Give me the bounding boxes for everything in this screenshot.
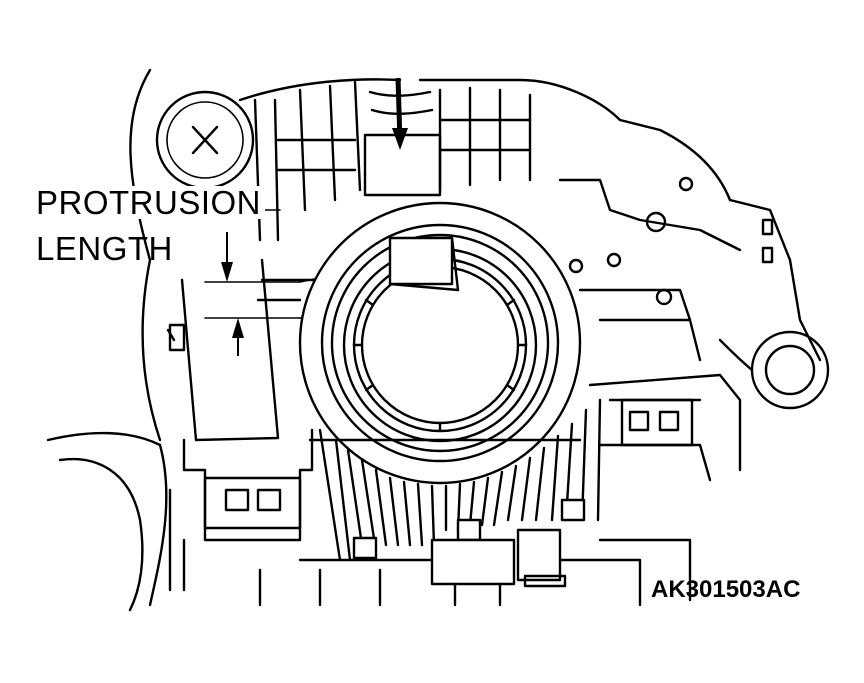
terminal-block xyxy=(258,528,692,607)
right-boss xyxy=(718,330,830,410)
protrusion-label-line2: LENGTH xyxy=(36,230,173,267)
holder-arm xyxy=(166,258,382,442)
bolt-head xyxy=(155,90,255,190)
left-connector xyxy=(168,428,314,592)
slip-ring-assembly xyxy=(298,201,582,485)
right-plate xyxy=(558,176,774,362)
upper-bracket xyxy=(253,80,532,242)
housing-outline xyxy=(46,68,822,612)
heat-sink-fins xyxy=(308,398,602,562)
indicator-arrow xyxy=(368,77,434,150)
figure-code: AK301503AC xyxy=(651,576,801,603)
protrusion-label-line1: PROTRUSION xyxy=(36,186,266,219)
right-connector xyxy=(588,373,742,482)
